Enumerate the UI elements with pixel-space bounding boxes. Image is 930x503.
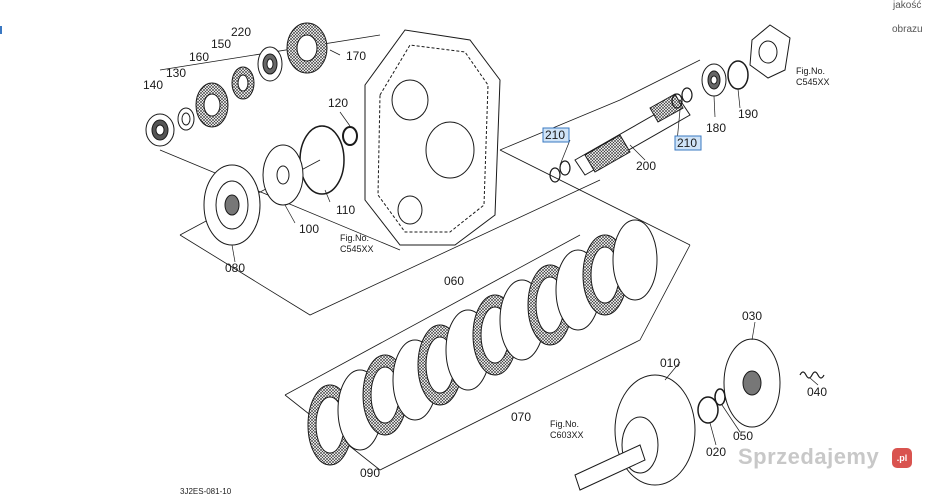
- label-part-180: 180: [706, 121, 726, 135]
- fig-ref-shaft-code: C603XX: [550, 430, 584, 440]
- side-text-image: obrazu: [892, 24, 923, 35]
- watermark-text: Sprzedajemy: [738, 444, 880, 469]
- side-text-quality: jakość: [893, 0, 922, 11]
- label-part-220: 220: [231, 25, 251, 39]
- part-040-spring: [799, 371, 825, 379]
- label-part-110: 110: [336, 203, 355, 217]
- label-part-020: 020: [706, 445, 726, 459]
- label-part-090: 090: [360, 466, 380, 480]
- label-part-210-right: 210: [677, 136, 697, 150]
- watermark-badge: .pl: [892, 448, 912, 468]
- cover-housing: [749, 24, 791, 79]
- part-030-piston: [723, 338, 781, 428]
- label-part-030: 030: [742, 309, 762, 323]
- label-part-190: 190: [738, 107, 758, 121]
- label-part-140: 140: [143, 78, 163, 92]
- edge-marker: [0, 26, 2, 34]
- label-part-050: 050: [733, 429, 753, 443]
- part-020-ring: [697, 396, 719, 424]
- leader-lines: [231, 49, 819, 446]
- label-part-040: 040: [807, 385, 827, 399]
- part-100-shim: [262, 144, 304, 206]
- part-210-rings-right: [671, 87, 693, 109]
- label-part-080: 080: [225, 261, 245, 275]
- part-120-o-ring: [342, 126, 358, 146]
- transmission-housing: [364, 29, 501, 246]
- label-part-070: 070: [511, 410, 531, 424]
- diagram-code: 3J2ES-081-10: [180, 487, 232, 496]
- label-part-120: 120: [328, 96, 348, 110]
- part-200-shaft: [574, 93, 691, 176]
- label-part-160: 160: [189, 50, 209, 64]
- part-170-gear: [286, 22, 328, 74]
- part-110-o-ring: [299, 125, 345, 195]
- label-part-200: 200: [636, 159, 656, 173]
- label-part-060: 060: [444, 274, 464, 288]
- fig-ref-housing-code: C545XX: [340, 244, 374, 254]
- part-150-gear: [231, 66, 255, 100]
- part-010-drum: [574, 374, 696, 491]
- label-part-150: 150: [211, 37, 231, 51]
- label-part-170: 170: [346, 49, 366, 63]
- part-160-gear: [195, 82, 229, 128]
- part-140-bearing: [145, 113, 175, 147]
- clutch-plate-stack: [307, 219, 658, 466]
- highlight-210-right: [674, 135, 702, 151]
- part-220-bearing: [257, 46, 283, 82]
- label-part-010: 010: [660, 356, 680, 370]
- fig-ref-cover-label: Fig.No.: [796, 66, 825, 76]
- fig-ref-shaft-label: Fig.No.: [550, 419, 579, 429]
- part-190-ring: [727, 60, 749, 90]
- highlight-210-left: [542, 127, 570, 143]
- part-180-bearing: [701, 63, 727, 97]
- part-050-snap-ring: [714, 388, 726, 406]
- fig-ref-cover-code: C545XX: [796, 77, 830, 87]
- part-080-hub: [203, 164, 261, 246]
- part-210-rings-left: [549, 160, 571, 183]
- fig-ref-housing-label: Fig.No.: [340, 233, 369, 243]
- label-part-210-left: 210: [545, 128, 565, 142]
- label-part-100: 100: [299, 222, 319, 236]
- label-part-130: 130: [166, 66, 186, 80]
- part-130-collar: [177, 107, 195, 131]
